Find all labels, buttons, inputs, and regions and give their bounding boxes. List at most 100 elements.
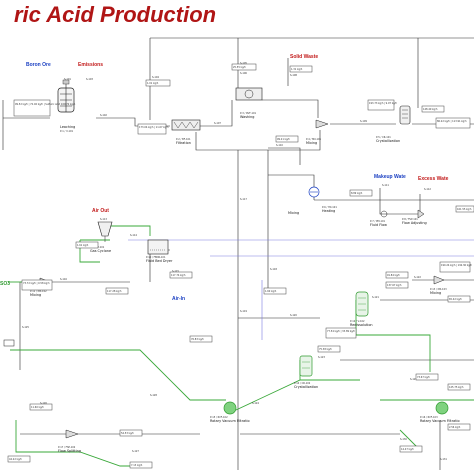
info-box[interactable]: 1.31 kg/h (289, 65, 313, 73)
info-box[interactable]: 77.54 kg/h | 33.89 kg/h (325, 327, 357, 339)
info-box[interactable]: 25.55 kg/h (231, 63, 257, 71)
stream-tag: S-103 (86, 78, 93, 81)
info-box[interactable]: 2.56 kg/h (447, 423, 471, 431)
info-box[interactable]: 65.42 kg/h (447, 295, 471, 303)
proc-redis: P-12 / V-102 (350, 320, 365, 323)
info-box[interactable]: 1.60 kg/h (263, 287, 287, 295)
unit-fluid-bed-dryer: Fluid Bed Dryer (146, 259, 173, 263)
info-box[interactable]: 173.04 kg/h | 11.07 kg/h (137, 123, 169, 135)
stream-tag: S-122 (414, 276, 421, 279)
info-box[interactable]: 117.74 kg/h (169, 271, 193, 279)
svg-text:99.21 kg/h: 99.21 kg/h (277, 138, 290, 141)
unit-filtration: Filtration (176, 141, 191, 145)
stream-info-boxes: 99.52 kg/h | 72.92 kg/h | Sulfuric Acid … (7, 63, 474, 469)
info-box[interactable]: 73.72 kg/h | 0.58 kg/h (21, 279, 53, 291)
stream-filter-to-wash (200, 100, 233, 127)
info-box[interactable]: 44.22 kg/h (7, 455, 31, 463)
stream-tags: S-101 S-102 S-103 S-104 S-105 S-106 S-10… (22, 62, 447, 461)
air-line-c (110, 225, 151, 236)
stream-tag: S-130 (400, 438, 407, 441)
proc-cryst: P-5 / CR-101 (376, 136, 391, 139)
fluid-bed-dryer-icon[interactable] (147, 239, 169, 255)
info-box[interactable]: 99.21 kg/h (275, 135, 299, 143)
info-box[interactable]: 73.67 kg/h (415, 373, 439, 381)
stream-tag: S-131 (440, 458, 447, 461)
svg-text:11.60 kg/h: 11.60 kg/h (31, 406, 44, 409)
stream-tag: S-111 (382, 184, 389, 187)
mixer-4-icon[interactable] (433, 275, 445, 285)
svg-text:8.89 kg/h: 8.89 kg/h (351, 192, 363, 195)
steam-line-left-bottom (15, 420, 140, 467)
stream-tag: S-104 (152, 76, 159, 79)
info-box[interactable]: 148.49 kg/h (421, 105, 445, 113)
crystallizer-1-icon[interactable] (399, 105, 411, 125)
info-box[interactable]: 190.24 kg/h | 192.36 kg/h (439, 261, 473, 273)
unit-mixing-4: Mixing (430, 291, 441, 295)
info-box[interactable]: 11.60 kg/h (29, 403, 53, 411)
unit-flow-splitting: Flow Splitting (58, 449, 81, 453)
info-box[interactable]: 193.73 kg/h | 9.97 kg/h (367, 99, 397, 111)
proc-pump: P-7 / PM-101 (370, 220, 386, 223)
stream-filtrate (195, 130, 321, 151)
svg-text:137.67 kg/h: 137.67 kg/h (387, 284, 402, 287)
svg-text:190.24 kg/h | 192.36 kg/h: 190.24 kg/h | 192.36 kg/h (441, 264, 473, 267)
crystallizer-2-icon[interactable] (299, 355, 313, 377)
flow-splitter-icon[interactable] (417, 209, 425, 219)
stream-tag: S-102 (100, 114, 107, 117)
washing-filter-icon[interactable] (235, 87, 263, 101)
unit-rvf-1: Rotary Vacuum Filtratio (210, 419, 250, 423)
stream-tag: S-115 (172, 270, 179, 273)
rotary-vacuum-filter-2-icon[interactable] (435, 401, 449, 415)
stream-tag: S-108 (290, 74, 297, 77)
pump-icon[interactable] (380, 210, 388, 218)
info-box[interactable]: 91.84 kg/h (385, 271, 409, 279)
info-box[interactable]: 14.47 kg/h (399, 445, 423, 453)
proc-leach: P-1 / V-101 (60, 130, 73, 133)
svg-text:173.04 kg/h | 11.07 kg/h: 173.04 kg/h | 11.07 kg/h (139, 126, 169, 129)
stream-makeup-line (379, 188, 420, 215)
proc-mix4: P-13 / MX-103 (430, 288, 447, 291)
info-box[interactable]: 125.75 kg/h (447, 383, 471, 391)
stream-tag: S-101 (64, 78, 71, 81)
unit-rvf-2: Rotary Vacuum Filtratio (420, 419, 460, 423)
io-air-out: Air Out (92, 208, 109, 214)
info-box[interactable]: 7.13 kg/h (129, 461, 153, 469)
stream-tag: S-121 (372, 296, 379, 299)
info-box[interactable]: 161.55 kg/h (455, 205, 474, 213)
svg-text:54.53 kg/h: 54.53 kg/h (121, 432, 134, 435)
leaching-vessel-icon[interactable] (57, 79, 75, 113)
rotary-vacuum-filter-1-icon[interactable] (223, 401, 237, 415)
svg-text:1.31 kg/h: 1.31 kg/h (291, 68, 303, 71)
gas-cyclone-icon[interactable] (97, 221, 113, 242)
heat-exchanger-icon[interactable] (308, 186, 320, 198)
info-box[interactable]: 76.83 kg/h (189, 335, 213, 343)
belt-filter-icon[interactable] (171, 119, 201, 131)
proc-dryer: P-10 / FBDR-101 (146, 256, 166, 259)
info-box[interactable]: 137.67 kg/h (385, 281, 409, 289)
flow-splitting-icon[interactable] (65, 429, 79, 439)
unit-redissolution: Redissolution (350, 323, 373, 327)
proc-split: P-17 / FSP-102 (58, 446, 76, 449)
stream-tag: S-106 (240, 72, 247, 75)
info-box[interactable]: 99.52 kg/h | 72.92 kg/h | Sulfuric Acid … (13, 99, 76, 117)
proc-mix3: P-11 / MX-102 (30, 290, 47, 293)
proc-flow: P-8 / FSP-101 (402, 218, 418, 221)
mixer-1-icon[interactable] (315, 119, 329, 129)
svg-text:44.22 kg/h: 44.22 kg/h (9, 458, 22, 461)
info-box[interactable]: 8.89 kg/h (349, 189, 373, 197)
info-box[interactable]: 86.22 kg/h | 113.91 kg/h (435, 117, 471, 129)
svg-text:7.13 kg/h: 7.13 kg/h (131, 464, 143, 467)
unit-crystallization-2: Crystallization (294, 385, 318, 389)
proc-rvf2: P-16 / RVF-103 (420, 416, 438, 419)
unit-names: Leaching Filtration Washing Mixing Cryst… (30, 115, 460, 453)
info-box[interactable]: 1.01 kg/h (145, 79, 171, 87)
info-box[interactable]: 117.28 kg/h (105, 287, 129, 295)
svg-text:77.54 kg/h | 33.89 kg/h: 77.54 kg/h | 33.89 kg/h (327, 330, 355, 333)
redissolution-vessel-icon[interactable] (355, 291, 369, 317)
steam-line-right-a (355, 300, 431, 372)
info-box[interactable]: 1.61 kg/h (75, 241, 99, 249)
info-box[interactable]: 75.38 kg/h (317, 345, 341, 353)
info-box[interactable]: 54.53 kg/h (119, 429, 143, 437)
